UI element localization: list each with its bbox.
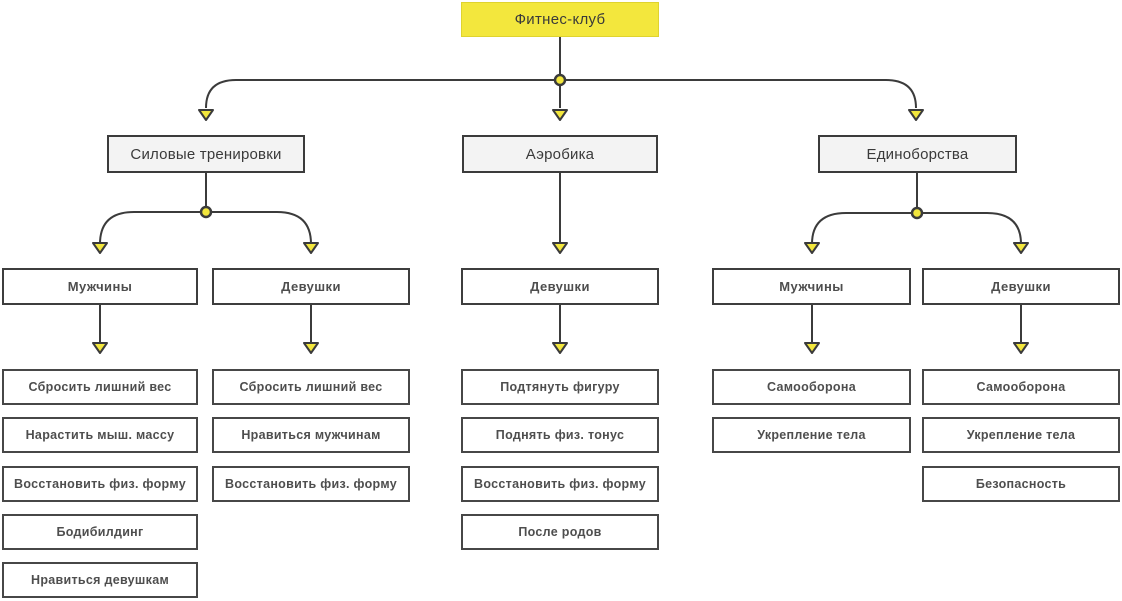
node-goal: Восстановить физ. форму xyxy=(2,466,198,502)
node-branch-aerobics: Аэробика xyxy=(462,135,658,173)
junction-dot-icon xyxy=(199,205,213,219)
node-goal: Нравиться девушкам xyxy=(2,562,198,598)
node-goal: Поднять физ. тонус xyxy=(461,417,659,453)
down-arrow-icon xyxy=(804,342,820,354)
down-arrow-icon xyxy=(552,342,568,354)
junction-dot-icon xyxy=(553,73,567,87)
node-strength-men: Мужчины xyxy=(2,268,198,305)
node-goal: Восстановить физ. форму xyxy=(212,466,410,502)
node-goal: Безопасность xyxy=(922,466,1120,502)
node-aerobics-women: Девушки xyxy=(461,268,659,305)
node-root: Фитнес-клуб xyxy=(461,2,659,37)
down-arrow-icon xyxy=(1013,242,1029,254)
node-goal: Сбросить лишний вес xyxy=(2,369,198,405)
down-arrow-icon xyxy=(552,242,568,254)
down-arrow-icon xyxy=(303,342,319,354)
down-arrow-icon xyxy=(552,109,568,121)
junction-dot-icon xyxy=(910,206,924,220)
down-arrow-icon xyxy=(92,342,108,354)
node-strength-women: Девушки xyxy=(212,268,410,305)
down-arrow-icon xyxy=(908,109,924,121)
node-branch-martial-arts: Единоборства xyxy=(818,135,1017,173)
node-branch-strength: Силовые тренировки xyxy=(107,135,305,173)
node-goal: Самооборона xyxy=(922,369,1120,405)
node-goal: Сбросить лишний вес xyxy=(212,369,410,405)
down-arrow-icon xyxy=(92,242,108,254)
node-goal: Восстановить физ. форму xyxy=(461,466,659,502)
node-goal: Подтянуть фигуру xyxy=(461,369,659,405)
node-goal: Самооборона xyxy=(712,369,911,405)
down-arrow-icon xyxy=(303,242,319,254)
node-goal: После родов xyxy=(461,514,659,550)
node-goal: Нравиться мужчинам xyxy=(212,417,410,453)
node-goal: Укрепление тела xyxy=(922,417,1120,453)
node-martial-women: Девушки xyxy=(922,268,1120,305)
node-goal: Нарастить мыш. массу xyxy=(2,417,198,453)
node-goal: Укрепление тела xyxy=(712,417,911,453)
down-arrow-icon xyxy=(198,109,214,121)
down-arrow-icon xyxy=(1013,342,1029,354)
node-martial-men: Мужчины xyxy=(712,268,911,305)
node-goal: Бодибилдинг xyxy=(2,514,198,550)
down-arrow-icon xyxy=(804,242,820,254)
